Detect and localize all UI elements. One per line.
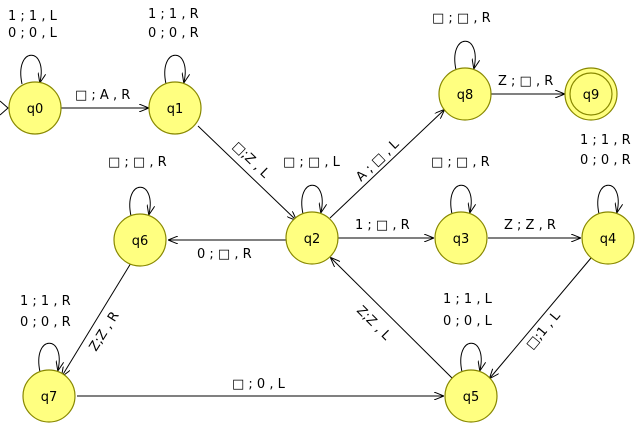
label-q2-q8: A ; □ , L xyxy=(353,136,402,184)
label-q0-q1: □ ; A , R xyxy=(75,88,130,103)
state-q1-label: q1 xyxy=(167,102,184,117)
label-q0-loop-2: 0 ; 0 , L xyxy=(8,26,58,41)
label-q3-loop: □ ; □ , R xyxy=(431,155,490,170)
label-q8-q9: Z ; □ , R xyxy=(498,74,553,89)
loop-q1 xyxy=(164,54,185,85)
label-q5-loop-1: 1 ; 1 , L xyxy=(443,292,493,307)
state-q6-label: q6 xyxy=(132,234,149,249)
state-q7-label: q7 xyxy=(41,390,58,405)
label-q5-loop-2: 0 ; 0 , L xyxy=(443,314,493,329)
state-q7[interactable]: q7 xyxy=(22,369,76,423)
loop-q8 xyxy=(454,40,475,71)
label-q6-loop: □ ; □ , R xyxy=(108,155,167,170)
state-q8-label: q8 xyxy=(457,88,474,103)
states: q0 q1 q8 q9 q6 q2 q3 q4 xyxy=(8,67,635,423)
label-q4-loop-1: 1 ; 1 , R xyxy=(580,133,631,148)
edge-q1-q2 xyxy=(197,125,296,220)
state-q5[interactable]: q5 xyxy=(444,369,498,423)
edge-labels: 1 ; 1 , L 0 ; 0 , L □ ; A , R 1 ; 1 , R … xyxy=(8,7,631,392)
loop-q5 xyxy=(460,342,481,373)
state-q2-label: q2 xyxy=(304,232,321,247)
state-q4[interactable]: q4 xyxy=(581,211,635,265)
state-q6[interactable]: q6 xyxy=(113,213,167,267)
state-q0[interactable]: q0 xyxy=(8,81,62,135)
loop-q3 xyxy=(450,184,471,215)
state-q5-label: q5 xyxy=(463,390,480,405)
loop-q2 xyxy=(301,184,322,215)
label-q1-q2: □;Z , L xyxy=(229,139,272,182)
label-q7-loop-1: 1 ; 1 , R xyxy=(20,294,71,309)
edges xyxy=(0,40,618,396)
label-q1-loop-2: 0 ; 0 , R xyxy=(148,26,199,41)
edge-q2-q8 xyxy=(329,110,444,219)
label-q8-loop: □ ; □ , R xyxy=(432,11,491,26)
state-q0-label: q0 xyxy=(27,102,44,117)
state-q2[interactable]: q2 xyxy=(285,211,339,265)
state-q1[interactable]: q1 xyxy=(148,81,202,135)
label-q1-loop-1: 1 ; 1 , R xyxy=(148,7,199,22)
label-q2-q6: 0 ; □ , R xyxy=(197,247,252,262)
label-q3-q4: Z ; Z , R xyxy=(504,218,556,233)
state-q4-label: q4 xyxy=(600,232,617,247)
label-q7-q5: □ ; 0 , L xyxy=(232,377,286,392)
loop-q0 xyxy=(20,54,41,85)
state-q9-label: q9 xyxy=(583,88,600,103)
edge-q5-q2 xyxy=(331,258,453,379)
label-q0-loop-1: 1 ; 1 , L xyxy=(8,9,58,24)
label-q4-loop-2: 0 ; 0 , R xyxy=(580,153,631,168)
start-arrow xyxy=(0,100,9,116)
final-state-ring xyxy=(569,72,613,116)
label-q7-loop-2: 0 ; 0 , R xyxy=(20,315,71,330)
state-q3[interactable]: q3 xyxy=(434,211,488,265)
loop-q6 xyxy=(129,186,150,217)
state-q3-label: q3 xyxy=(453,232,470,247)
label-q5-q2: Z;Z , L xyxy=(353,303,394,344)
label-q6-q7: Z;Z , R xyxy=(87,309,123,354)
state-q9[interactable]: q9 xyxy=(564,67,618,121)
label-q2-loop: □ ; □ , L xyxy=(283,155,341,170)
label-q2-q3: 1 ; □ , R xyxy=(355,218,410,233)
state-q8[interactable]: q8 xyxy=(438,67,492,121)
loop-q4 xyxy=(597,184,618,215)
edge-q6-q7 xyxy=(62,262,132,376)
edge-q4-q5 xyxy=(490,257,592,378)
loop-q7 xyxy=(38,342,59,373)
